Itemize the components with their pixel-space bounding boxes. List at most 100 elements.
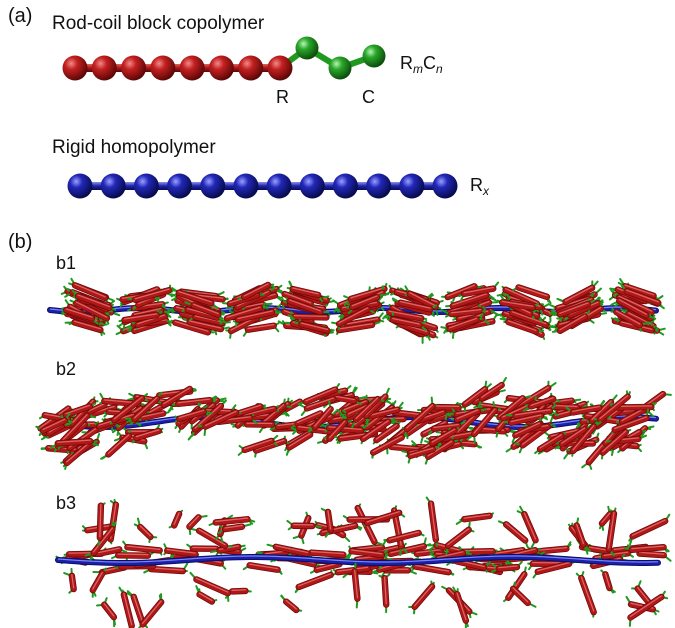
rod-highlight <box>409 292 437 307</box>
rod-segment <box>122 312 160 323</box>
rod-highlight <box>507 320 537 331</box>
snapshot-b1-label: b1 <box>56 253 77 273</box>
rod-highlight <box>133 308 162 315</box>
rod-highlight <box>275 545 309 554</box>
rod-highlight <box>580 576 595 612</box>
rod-segment <box>530 546 569 555</box>
rod-segment <box>137 524 153 540</box>
rod-highlight <box>355 397 379 420</box>
rod-highlight <box>400 301 431 309</box>
rod-highlight <box>638 551 665 555</box>
rod-segment <box>235 309 275 323</box>
rod-segment <box>282 291 314 307</box>
rod-segment <box>471 407 498 437</box>
rod-highlight <box>375 545 403 553</box>
rod-segment <box>242 438 274 453</box>
rod-highlight <box>601 512 611 523</box>
rod-segment <box>336 306 371 327</box>
rod-highlight <box>618 299 647 315</box>
rod-highlight <box>481 383 503 398</box>
rod-segment <box>172 320 211 335</box>
panel-a-label: (a) <box>8 5 33 27</box>
rod-highlight <box>453 412 478 436</box>
rod-segment <box>425 439 455 460</box>
rod-segment <box>390 317 422 328</box>
rod-highlight <box>178 409 205 419</box>
rod-highlight <box>231 589 247 591</box>
rod-segment <box>404 403 436 432</box>
rod-segment <box>196 528 228 549</box>
rod-segment <box>60 413 90 444</box>
rod-highlight <box>193 303 219 315</box>
rod-highlight <box>195 577 229 593</box>
rod-segment <box>197 591 215 605</box>
rod-segment <box>72 282 108 301</box>
rod-highlight <box>505 522 526 541</box>
rod-segment <box>73 300 110 321</box>
homopolymer-chain-highlight <box>57 555 659 563</box>
rod-highlight <box>530 397 554 406</box>
rod-highlight <box>243 407 275 416</box>
rod-highlight <box>314 407 332 427</box>
rod-segment <box>448 308 484 317</box>
rod-highlight <box>300 322 329 331</box>
rod-highlight <box>57 439 91 443</box>
rod-highlight <box>564 286 593 302</box>
rod-coil-formula: RmCn <box>400 53 443 76</box>
rod-highlight <box>390 445 422 450</box>
rod-highlight <box>306 397 334 408</box>
rod-highlight <box>173 512 180 525</box>
rod-highlight <box>366 511 400 523</box>
rod-highlight <box>244 439 273 450</box>
rod-highlight <box>346 317 379 325</box>
rod-highlight <box>591 400 612 421</box>
rod-segment <box>349 294 380 310</box>
rod-highlight <box>414 584 433 607</box>
rod-segment <box>319 523 358 536</box>
rod-segment <box>287 298 323 315</box>
rod-segment <box>229 588 248 594</box>
rod-segment <box>567 300 601 318</box>
homopolymer-bead <box>67 173 93 199</box>
rod-highlight <box>42 418 66 431</box>
rod-highlight <box>177 398 211 404</box>
rod-segment <box>412 584 435 610</box>
rod-highlight <box>65 404 91 415</box>
rod-highlight <box>288 430 312 445</box>
rod-segment <box>133 428 162 441</box>
rod-segment <box>134 410 166 422</box>
rod-highlight <box>66 440 92 463</box>
rod-highlight <box>198 592 213 602</box>
rod-highlight <box>65 308 93 318</box>
rod-segment <box>213 516 250 525</box>
rod-highlight <box>310 550 345 555</box>
rod-segment <box>499 300 536 310</box>
homopolymer-bead <box>432 173 458 199</box>
coil-bead <box>362 44 386 68</box>
rod-segment <box>345 317 380 328</box>
rod-highlight <box>75 301 108 318</box>
rod-highlight <box>338 323 373 330</box>
rod-segment <box>295 410 323 427</box>
rod-highlight <box>392 317 420 325</box>
rod-highlight <box>283 292 312 304</box>
rod-highlight <box>505 288 538 304</box>
rod-highlight <box>427 440 453 457</box>
rod-highlight <box>139 525 152 537</box>
rod-highlight <box>618 295 653 312</box>
rod-highlight <box>292 287 319 295</box>
coil-bead <box>295 36 319 60</box>
rod-highlight <box>498 565 518 569</box>
rod-highlight <box>198 529 226 546</box>
rod-highlight <box>189 320 222 329</box>
rod-highlight <box>293 314 328 318</box>
rod-highlight <box>204 410 237 427</box>
rod-highlight <box>624 284 655 296</box>
rod-segment <box>557 314 588 334</box>
rod-highlight <box>263 404 285 423</box>
rod-segment <box>132 287 172 303</box>
rod-highlight <box>74 283 106 298</box>
rod-segment <box>140 599 164 627</box>
rod-segment <box>415 409 446 424</box>
rod-highlight <box>249 563 279 570</box>
